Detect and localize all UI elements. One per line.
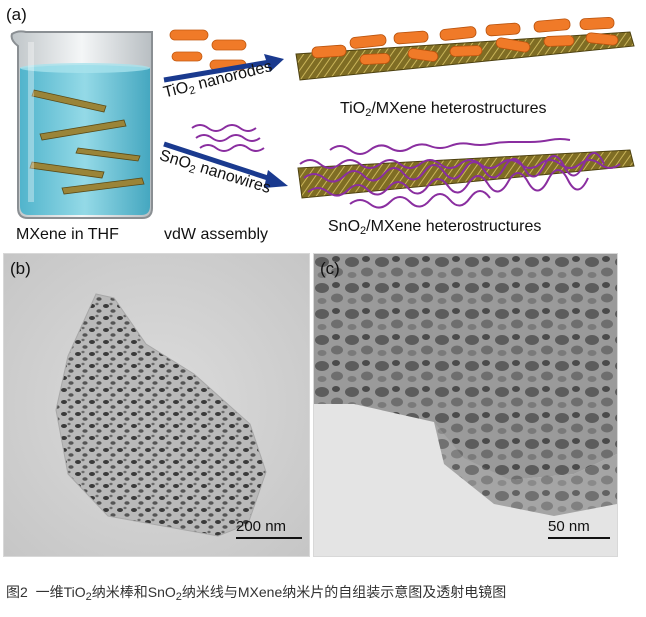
tio2-hetero-formula: TiO [340,100,365,117]
scale-bar-b-label: 200 nm [236,518,286,535]
panel-a-label: (a) [6,6,27,23]
tio2-hetero-label: TiO2/MXene heterostructures [340,101,547,119]
caption-prefix: 图2 [6,584,28,600]
tio2-mxene-heterostructure [290,10,640,96]
caption-part1: 一维TiO [36,584,86,600]
scale-bar-b [236,537,302,539]
tio2-hetero-rest: /MXene heterostructures [371,100,546,117]
sno2-hetero-label: SnO2/MXene heterostructures [328,219,541,237]
sno2-mxene-heterostructure [290,128,640,214]
panel-c-label: (c) [320,260,340,277]
sno2-nanowire-icons [192,125,264,151]
thf-liquid [20,65,150,215]
sno2-hetero-formula: SnO [328,218,360,235]
tem-image-c: (c) 50 nm [313,253,618,557]
scale-bar-c [548,537,610,539]
tio2-nanorod-icons [170,30,246,70]
sno2-hetero-rest: /MXene heterostructures [366,218,541,235]
beaker-label: MXene in THF [16,227,119,243]
tem-image-b: (b) 200 nm [3,253,310,557]
scale-bar-c-label: 50 nm [548,518,590,535]
panel-b-label: (b) [10,260,31,277]
figure-caption: 图2 一维TiO2纳米棒和SnO2纳米线与MXene纳米片的自组装示意图及透射电… [6,585,506,603]
tem-c-graphic [314,254,617,556]
beaker [4,22,162,222]
caption-part3: 纳米线与MXene纳米片的自组装示意图及透射电镜图 [182,584,506,600]
assembly-label: vdW assembly [164,227,268,243]
caption-part2: 纳米棒和SnO [92,584,176,600]
tem-b-graphic [4,254,309,556]
